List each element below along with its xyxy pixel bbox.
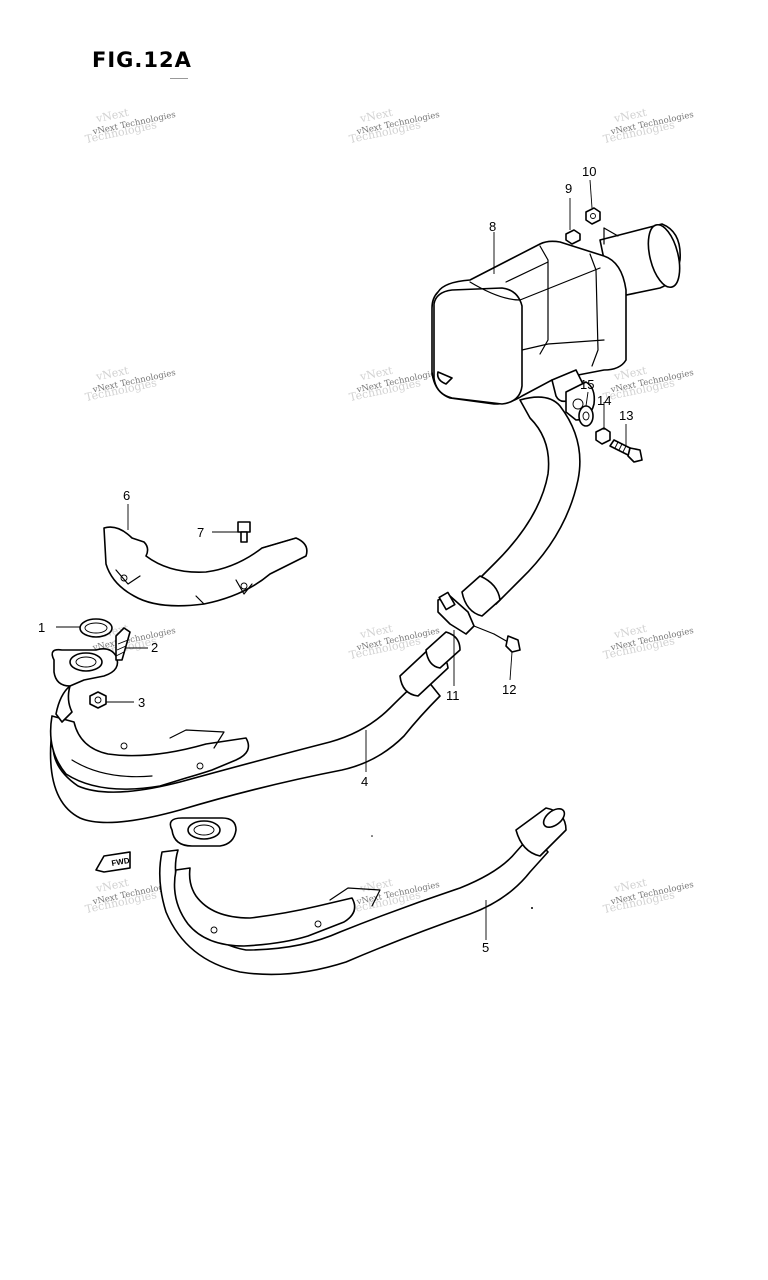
- title-underline: [170, 78, 188, 79]
- callout-2: 2: [151, 640, 158, 655]
- callout-7: 7: [197, 525, 204, 540]
- bolt-part-13: [609, 439, 643, 463]
- nut-part-14: [595, 427, 611, 445]
- bolt-part-9: [565, 229, 581, 245]
- callout-9: 9: [565, 181, 572, 196]
- callout-14: 14: [597, 393, 611, 408]
- nut-part-10: [585, 207, 601, 225]
- callout-10: 10: [582, 164, 596, 179]
- callout-12: 12: [502, 682, 516, 697]
- gasket-part-1: [79, 618, 113, 638]
- fwd-direction-arrow: FWD: [95, 851, 131, 873]
- callout-8: 8: [489, 219, 496, 234]
- callout-4: 4: [361, 774, 368, 789]
- leader-lines: [56, 179, 627, 940]
- callout-15: 15: [580, 377, 594, 392]
- callout-6: 6: [123, 488, 130, 503]
- washer-part-15: [578, 405, 594, 427]
- callout-labels: 1 2 3 4 5 6 7 8 9 10 11 12 13 14 15: [38, 164, 633, 955]
- exhaust-pipe-part-5: [158, 807, 567, 976]
- figure-title: FIG.12A: [92, 48, 192, 72]
- callout-5: 5: [482, 940, 489, 955]
- stud-part-2: [115, 627, 131, 661]
- clamp-part-11: [437, 591, 495, 635]
- callout-3: 3: [138, 695, 145, 710]
- exhaust-pipe-part-4: [49, 396, 581, 824]
- callout-13: 13: [619, 408, 633, 423]
- heat-shield-part-6: [103, 526, 308, 607]
- muffler-part-8: [431, 223, 681, 421]
- svg-text:FWD: FWD: [111, 856, 131, 868]
- bolt-part-12: [493, 633, 521, 653]
- callout-11: 11: [446, 688, 460, 703]
- nut-part-3: [89, 691, 107, 709]
- bolt-part-7: [237, 521, 251, 543]
- callout-1: 1: [38, 620, 45, 635]
